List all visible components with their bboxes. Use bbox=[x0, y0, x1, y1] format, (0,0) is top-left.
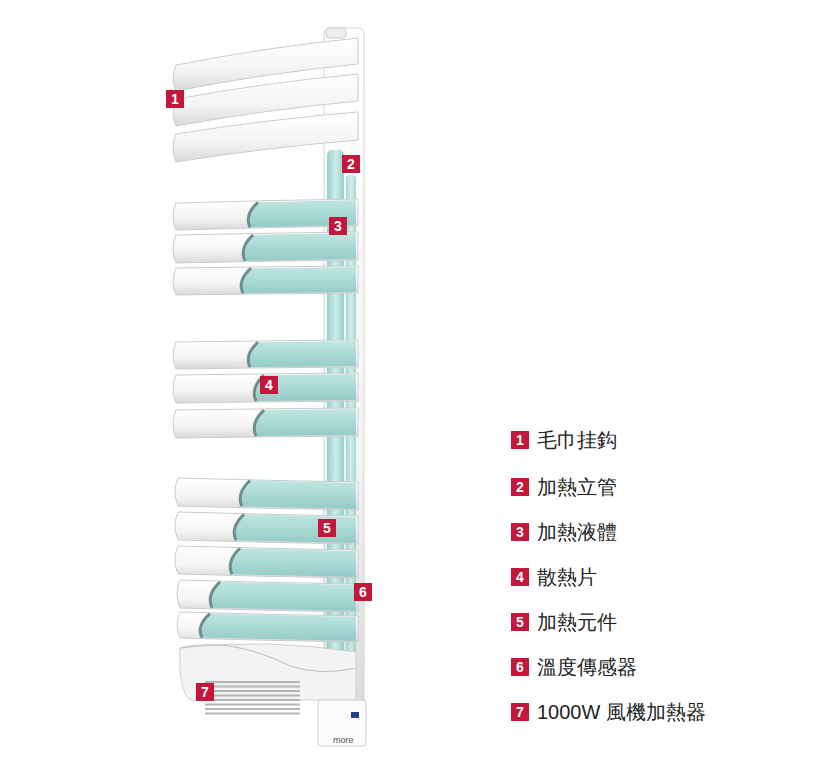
callout-text: 5 bbox=[516, 615, 524, 629]
callout-text: 5 bbox=[323, 521, 331, 535]
radiator-slat bbox=[173, 340, 358, 369]
radiator-slat bbox=[175, 512, 358, 544]
heating-liquid bbox=[230, 548, 356, 577]
callout-number: 5 bbox=[511, 613, 529, 631]
liquid-edge bbox=[210, 582, 220, 608]
fan-grille bbox=[205, 704, 300, 706]
callout-number: 4 bbox=[260, 376, 278, 394]
radiator-slat bbox=[173, 232, 358, 263]
control-unit bbox=[318, 700, 366, 746]
radiator-slat bbox=[173, 112, 358, 162]
callout-text: 3 bbox=[334, 219, 342, 233]
heating-liquid bbox=[234, 514, 356, 543]
callout-text: 2 bbox=[347, 157, 355, 171]
legend-text: 散熱片 bbox=[537, 567, 597, 587]
radiator-slat bbox=[177, 580, 358, 612]
heating-liquid bbox=[254, 374, 356, 401]
callout-text: 3 bbox=[516, 525, 524, 539]
fan-grille bbox=[205, 713, 300, 715]
radiator-slat bbox=[175, 546, 358, 578]
callout-number: 1 bbox=[511, 431, 529, 449]
legend-text: 溫度傳感器 bbox=[537, 657, 637, 677]
callout-number: 5 bbox=[318, 519, 336, 537]
liquid-edge bbox=[254, 410, 264, 436]
legend-text: 加熱元件 bbox=[537, 612, 617, 632]
liquid-edge bbox=[200, 614, 210, 638]
radiator-slat bbox=[177, 612, 358, 642]
callout-number: 7 bbox=[511, 703, 529, 721]
callout-number: 3 bbox=[329, 217, 347, 235]
control-light bbox=[351, 712, 359, 718]
liquid-edge bbox=[230, 548, 240, 574]
callout-number: 1 bbox=[166, 90, 184, 108]
liquid-edge bbox=[234, 514, 244, 540]
callout-text: 2 bbox=[516, 480, 524, 494]
callout-text: 1 bbox=[516, 433, 524, 447]
brand-mark: more bbox=[333, 736, 354, 745]
legend-text: 毛巾挂鈎 bbox=[537, 430, 617, 450]
liquid-edge bbox=[248, 342, 258, 367]
radiator-slat bbox=[173, 266, 358, 295]
callout-text: 7 bbox=[201, 685, 209, 699]
heating-liquid bbox=[210, 582, 356, 611]
heating-liquid bbox=[241, 267, 356, 293]
fan-grille bbox=[205, 681, 300, 683]
legend-text: 1000W 風機加熱器 bbox=[537, 702, 706, 722]
callout-text: 1 bbox=[171, 92, 179, 106]
fan-grille bbox=[205, 699, 300, 701]
heating-liquid bbox=[248, 341, 356, 367]
callout-text: 6 bbox=[516, 660, 524, 674]
fan-heater bbox=[180, 644, 356, 700]
radiator-slat bbox=[173, 373, 358, 403]
liquid-edge bbox=[243, 235, 253, 261]
heating-liquid bbox=[243, 233, 356, 261]
callout-number: 4 bbox=[511, 568, 529, 586]
heating-liquid bbox=[200, 614, 356, 641]
callout-text: 4 bbox=[265, 378, 273, 392]
fan-grille bbox=[205, 708, 300, 710]
pipe-cap bbox=[326, 28, 346, 38]
heating-liquid bbox=[254, 409, 356, 436]
liquid-edge bbox=[241, 268, 251, 293]
fan-heater-edge bbox=[180, 645, 356, 672]
heating-liquid bbox=[240, 480, 356, 509]
radiator-slat bbox=[173, 408, 358, 438]
callout-text: 6 bbox=[359, 585, 367, 599]
legend-text: 加熱立管 bbox=[537, 477, 617, 497]
legend-text: 加熱液體 bbox=[537, 522, 617, 542]
callout-number: 2 bbox=[342, 155, 360, 173]
liquid-edge bbox=[240, 480, 250, 506]
callout-number: 6 bbox=[354, 583, 372, 601]
fan-grille bbox=[205, 686, 300, 688]
callout-text: 7 bbox=[516, 705, 524, 719]
callout-number: 3 bbox=[511, 523, 529, 541]
liquid-edge bbox=[248, 202, 258, 227]
callout-number: 2 bbox=[511, 478, 529, 496]
fan-grille bbox=[205, 690, 300, 692]
callout-number: 6 bbox=[511, 658, 529, 676]
callout-number: 7 bbox=[196, 683, 214, 701]
callout-text: 4 bbox=[516, 570, 524, 584]
radiator-slat bbox=[175, 478, 358, 510]
fan-grille bbox=[205, 695, 300, 697]
